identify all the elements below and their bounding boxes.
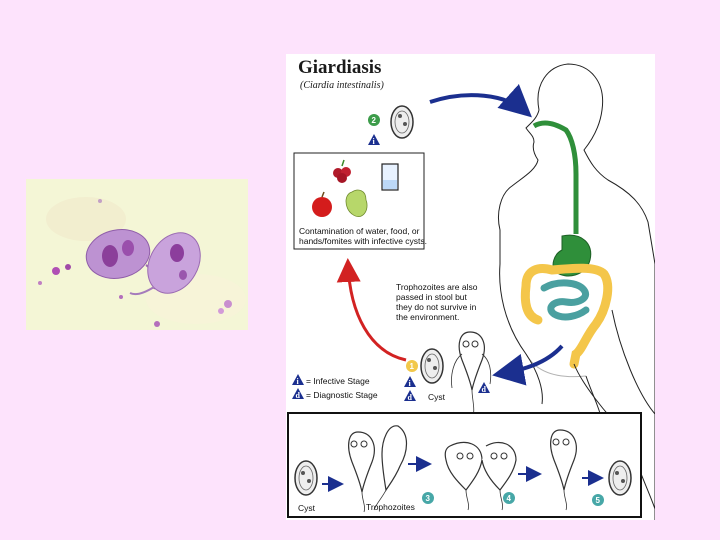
trophozoite-note-3: they do not survive in: [396, 302, 477, 312]
svg-text:2: 2: [372, 116, 377, 125]
svg-text:4: 4: [507, 494, 512, 503]
stage-cyst-start: [294, 460, 318, 496]
stage-dividing-trophozoites: [444, 441, 517, 511]
cyst-ingested: [390, 105, 414, 139]
contamination-text-2: hands/fomites with infective cysts.: [299, 236, 427, 246]
svg-text:i: i: [297, 377, 300, 386]
svg-text:d: d: [296, 391, 301, 400]
diagnostic-marker-trophozoite: d: [478, 382, 490, 394]
infective-marker-cyst: i: [404, 376, 416, 388]
infective-stage-marker: i: [368, 134, 380, 146]
trophozoite-passed: [451, 331, 492, 421]
step-1-badge: 1: [406, 360, 418, 372]
stage-trophozoite-2: [373, 425, 408, 511]
step-2-badge: 2: [368, 114, 380, 126]
svg-text:i: i: [373, 137, 376, 146]
contamination-text-1: Contamination of water, food, or: [299, 226, 420, 236]
legend: i = Infective Stage d = Diagnostic Stage: [292, 374, 378, 400]
stage-cyst-end: [608, 460, 632, 496]
svg-text:i: i: [409, 379, 412, 388]
microscope-image: [26, 179, 248, 330]
contamination-arrow: [336, 258, 407, 362]
stage-trophozoite-1: [348, 431, 375, 513]
legend-infective-label: = Infective Stage: [306, 376, 370, 386]
trophozoites-label: Trophozoites: [366, 502, 415, 512]
diagnostic-marker-cyst: d: [404, 390, 416, 402]
svg-text:3: 3: [426, 494, 431, 503]
excretion-arrow: [492, 344, 564, 386]
life-cycle-diagram: Giardiasis (Ciardia intestinalis): [286, 54, 655, 520]
stage-trophozoite-3: [550, 429, 577, 511]
ingestion-arrow: [429, 84, 532, 118]
svg-text:d: d: [408, 393, 413, 402]
svg-text:d: d: [482, 385, 487, 394]
step-4-badge: 4: [503, 492, 515, 504]
trophozoite-note-4: the environment.: [396, 312, 459, 322]
diagram-title: Giardiasis: [298, 57, 381, 78]
food-water-icons: [312, 159, 399, 217]
svg-text:5: 5: [596, 496, 601, 505]
digestive-system: [520, 120, 627, 435]
cyst-passed: [420, 348, 444, 384]
trophozoite-note-2: passed in stool but: [396, 292, 468, 302]
trophozoite-note-1: Trophozoites are also: [396, 282, 478, 292]
cyst-label-lower: Cyst: [298, 503, 316, 513]
step-5-badge: 5: [592, 494, 604, 506]
diagram-subtitle: (Ciardia intestinalis): [300, 80, 384, 91]
svg-text:1: 1: [410, 362, 415, 371]
cyst-label-upper: Cyst: [428, 392, 446, 402]
legend-diagnostic-label: = Diagnostic Stage: [306, 390, 378, 400]
step-3-badge: 3: [422, 492, 434, 504]
